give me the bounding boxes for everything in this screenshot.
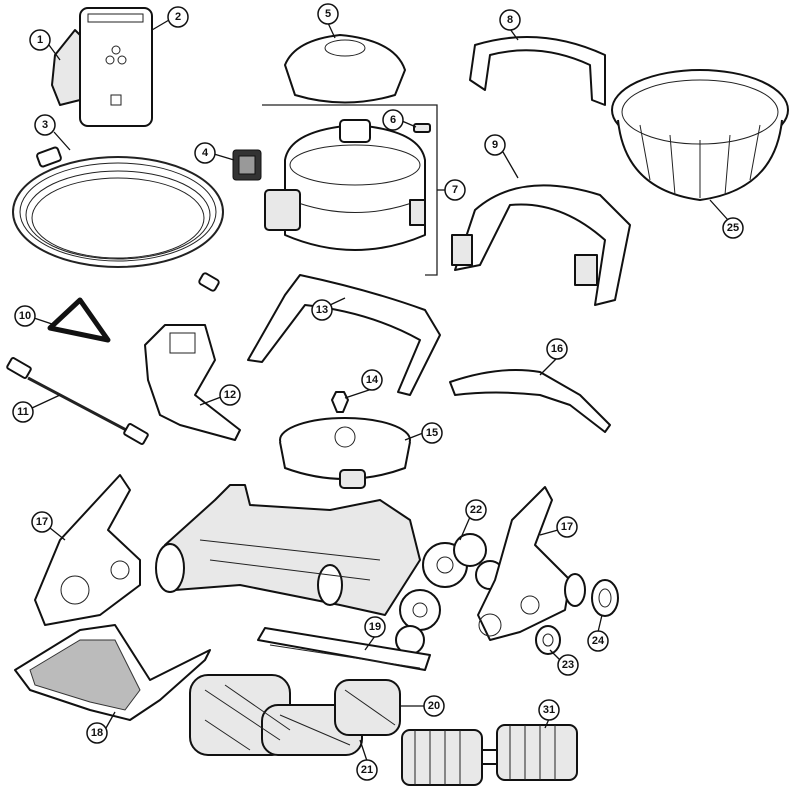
callout-number: 20: [428, 700, 440, 712]
part-3-cable: [12, 146, 224, 292]
callout-24: 24: [587, 630, 609, 652]
callout-number: 14: [366, 374, 379, 386]
callout-number: 31: [543, 704, 555, 716]
part-13-top-frame: [247, 274, 441, 396]
part-4-filter: [232, 149, 262, 181]
callout-number: 3: [42, 119, 48, 131]
callout-16: 16: [546, 338, 568, 360]
part-17-left-side-plate: [34, 474, 141, 626]
callout-number: 17: [36, 516, 48, 528]
part-20-21-brushes: [189, 674, 401, 756]
callout-2: 2: [167, 6, 189, 28]
callout-25: 25: [722, 217, 744, 239]
part-9-handle-frame: [451, 184, 631, 306]
callout-15: 15: [421, 422, 443, 444]
part-31-rollers: [401, 724, 578, 786]
callout-1: 1: [29, 29, 51, 51]
callout-21: 21: [356, 759, 378, 781]
part-chassis: [155, 484, 421, 616]
part-6-clip: [413, 123, 431, 133]
callout-number: 19: [369, 621, 381, 633]
callout-number: 23: [562, 659, 574, 671]
callout-number: 1: [37, 34, 43, 46]
callout-number: 17: [561, 521, 573, 533]
callout-7: 7: [444, 179, 466, 201]
callout-number: 24: [592, 635, 605, 647]
callout-number: 10: [19, 310, 31, 322]
callout-4: 4: [194, 142, 216, 164]
callout-number: 21: [361, 764, 373, 776]
part-11-connector-cable: [6, 357, 149, 445]
callout-5: 5: [317, 3, 339, 25]
part-23-bushing: [535, 625, 561, 655]
leader-lines: [31, 19, 729, 762]
callout-13: 13: [311, 299, 333, 321]
part-15-pump-base: [279, 417, 411, 489]
callout-number: 25: [727, 222, 739, 234]
callout-number: 18: [91, 727, 103, 739]
part-7-motor-assembly: [262, 104, 438, 276]
callout-31: 31: [538, 699, 560, 721]
callout-number: 5: [325, 8, 331, 20]
part-2-power-supply: [79, 7, 153, 127]
callout-9: 9: [484, 134, 506, 156]
callout-8: 8: [499, 9, 521, 31]
callout-number: 13: [316, 304, 328, 316]
part-10-grip: [47, 297, 111, 343]
part-14-knob: [331, 391, 349, 413]
callout-14: 14: [361, 369, 383, 391]
callout-3: 3: [34, 114, 56, 136]
callout-number: 7: [452, 184, 458, 196]
callout-number: 22: [470, 504, 482, 516]
callout-number: 12: [224, 389, 236, 401]
callout-number: 11: [17, 406, 29, 418]
part-25-filter-basket: [611, 69, 789, 201]
callout-18: 18: [86, 722, 108, 744]
callout-number: 6: [390, 114, 396, 126]
callout-10: 10: [14, 305, 36, 327]
callout-23: 23: [557, 654, 579, 676]
callout-12: 12: [219, 384, 241, 406]
part-8-handle: [469, 36, 606, 106]
part-17-right-side-plate: [477, 486, 571, 641]
callout-number: 16: [551, 343, 563, 355]
callout-22: 22: [465, 499, 487, 521]
callout-17-right: 17: [556, 516, 578, 538]
part-5-top-cap: [284, 34, 406, 104]
callout-20: 20: [423, 695, 445, 717]
callout-number: 9: [492, 139, 498, 151]
callout-11: 11: [12, 401, 34, 423]
callout-6: 6: [382, 109, 404, 131]
callout-number: 4: [202, 147, 209, 159]
callout-number: 8: [507, 14, 513, 26]
part-24-bushing: [564, 573, 619, 617]
callout-19: 19: [364, 616, 386, 638]
callout-17-left: 17: [31, 511, 53, 533]
part-16-side-arm: [449, 368, 611, 433]
part-18-front-grille: [14, 624, 211, 721]
callout-number: 2: [175, 11, 181, 23]
part-12-side-bracket: [144, 324, 241, 441]
part-19-bar: [257, 627, 431, 671]
callout-number: 15: [426, 427, 438, 439]
